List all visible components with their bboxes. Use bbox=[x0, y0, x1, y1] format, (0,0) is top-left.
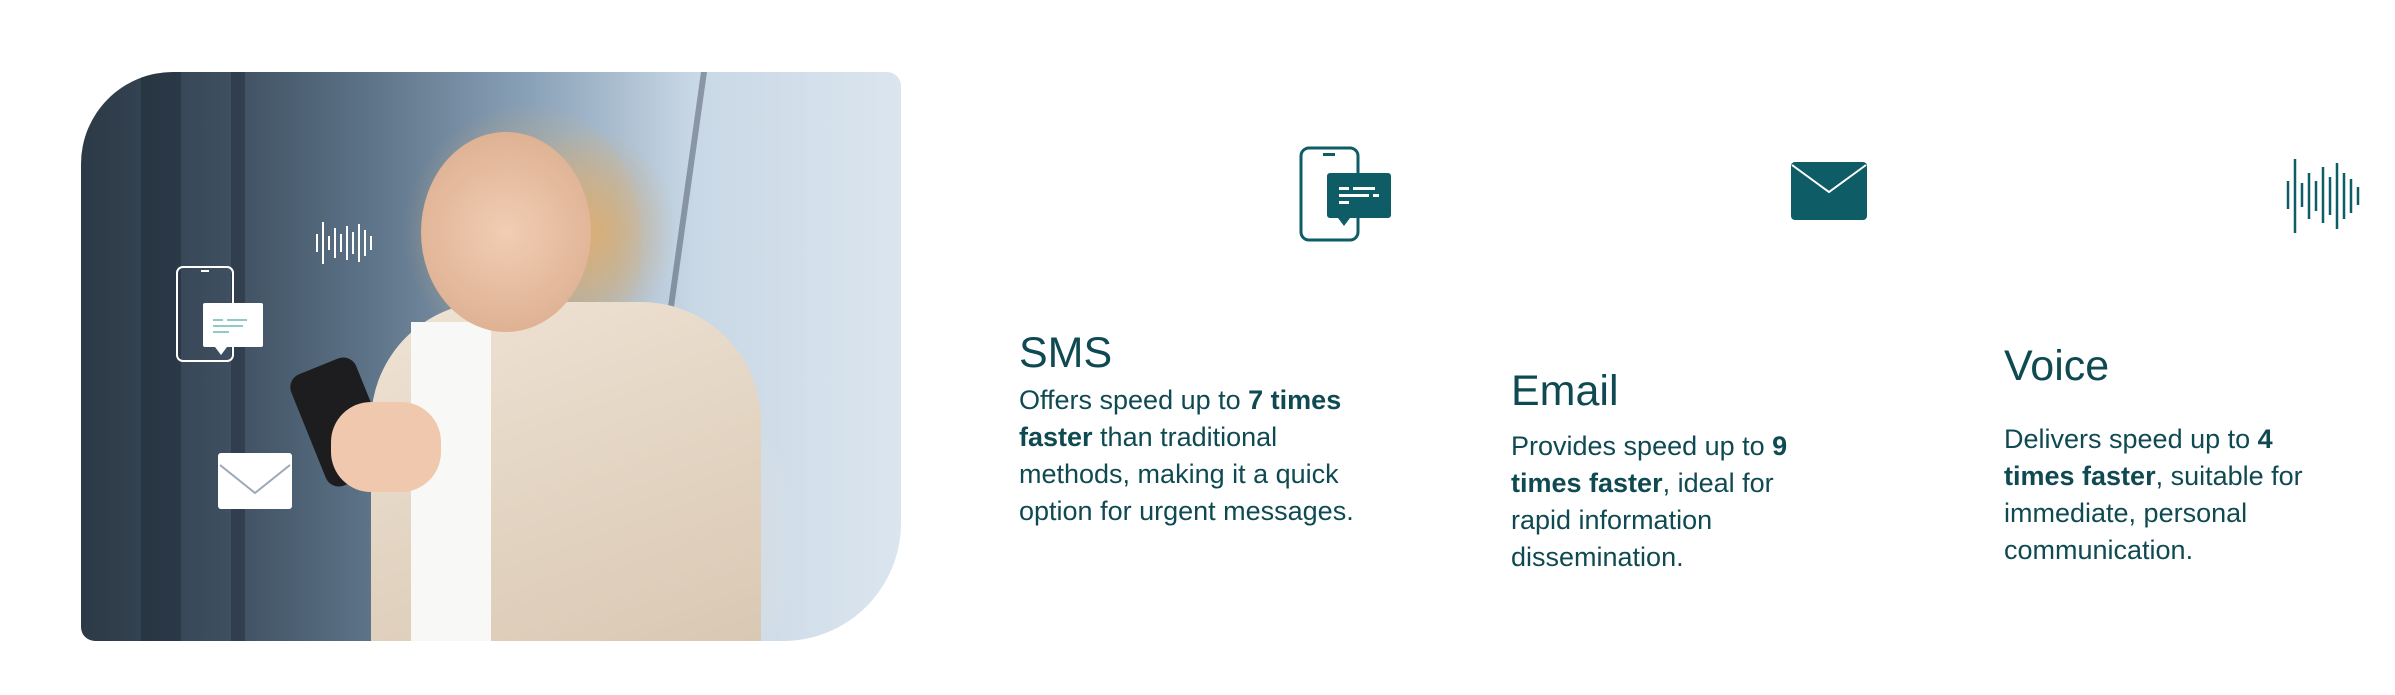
desc-text: , suitable for immediate, personal commu… bbox=[2004, 461, 2303, 565]
desc-text: , ideal for rapid information disseminat… bbox=[1511, 468, 1774, 572]
sms-phone-icon bbox=[1299, 146, 1391, 242]
hand bbox=[331, 402, 441, 492]
feature-email: Email Provides speed up to 9 times faste… bbox=[1511, 366, 1811, 576]
desc-highlight: 9 times faster bbox=[1511, 431, 1788, 498]
desc-text: Offers speed up to bbox=[1019, 385, 1249, 415]
building-column bbox=[141, 72, 181, 641]
feature-title: Email bbox=[1511, 367, 1619, 415]
feature-description: Provides speed up to 9 times faster, ide… bbox=[1511, 428, 1811, 576]
feature-voice: Voice Delivers speed up to 4 times faste… bbox=[2004, 341, 2344, 569]
face bbox=[421, 132, 591, 332]
feature-sms: SMS Offers speed up to 7 times faster th… bbox=[1019, 328, 1359, 530]
overlay-envelope-icon bbox=[218, 453, 292, 509]
feature-title: Voice bbox=[2004, 342, 2110, 390]
overlay-sms-icon bbox=[176, 266, 263, 362]
desc-text: than traditional methods, making it a qu… bbox=[1019, 422, 1354, 526]
feature-title: SMS bbox=[1019, 329, 1113, 377]
voice-waveform-icon bbox=[2286, 159, 2360, 233]
hero-photo bbox=[81, 72, 901, 641]
feature-description: Offers speed up to 7 times faster than t… bbox=[1019, 382, 1359, 530]
envelope-icon bbox=[1791, 162, 1867, 220]
desc-text: Delivers speed up to bbox=[2004, 424, 2258, 454]
feature-description: Delivers speed up to 4 times faster, sui… bbox=[2004, 421, 2344, 569]
overlay-voice-icon bbox=[316, 222, 372, 264]
desc-text: Provides speed up to bbox=[1511, 431, 1773, 461]
desc-highlight: 7 times faster bbox=[1019, 385, 1342, 452]
desc-highlight: 4 times faster bbox=[2004, 424, 2273, 491]
